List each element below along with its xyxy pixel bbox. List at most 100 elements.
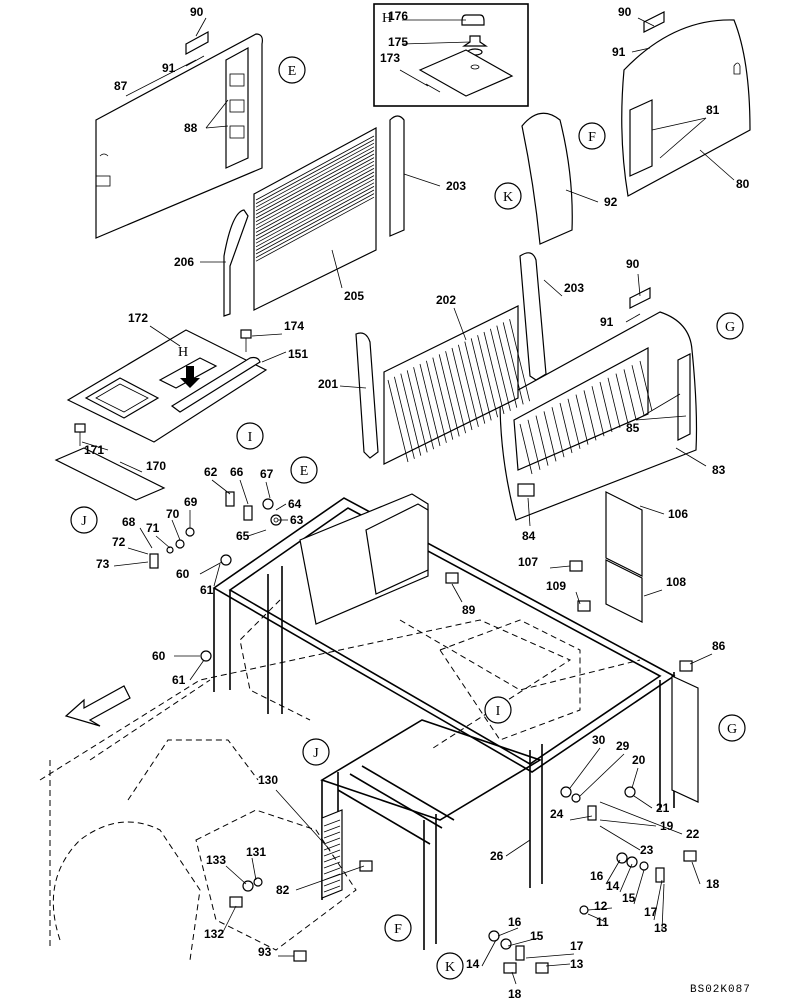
part-label-14: 14 [466,957,480,971]
part-label-23: 23 [640,843,654,857]
plate-106 [605,491,643,577]
grille-205-louvers [255,135,375,262]
part-label-13: 13 [570,957,584,971]
down-arrow-icon [180,366,200,388]
part-label-17: 17 [644,905,658,919]
part-label-62: 62 [204,465,218,479]
part-label-91: 91 [612,45,626,59]
part-label-69: 69 [184,495,198,509]
bracket-90-rear [629,287,651,309]
part-label-15: 15 [530,929,544,943]
part-label-203: 203 [446,179,466,193]
right-side-door-80 [621,19,751,197]
part-label-16: 16 [590,869,604,883]
part-label-172: 172 [128,311,148,325]
lock-84 [517,483,535,497]
cap-part-176 [461,14,485,26]
part-label-26: 26 [490,849,504,863]
hinge-88 [225,46,249,169]
plate-108 [605,559,643,623]
part-label-93: 93 [258,945,272,959]
part-label-70: 70 [166,507,180,521]
rear-grille-louvers [519,360,653,475]
part-label-170: 170 [146,459,166,473]
callout-h-marker: H [178,345,188,360]
drawing-code: BS02K087 [690,984,751,996]
seal-201 [355,332,379,459]
svg-text:G: G [725,320,735,335]
part-label-88: 88 [184,121,198,135]
part-label-21: 21 [656,801,670,815]
part-label-151: 151 [288,347,308,361]
grille-202 [383,305,519,465]
part-label-11: 11 [596,915,609,929]
cover-plate-173 [418,49,514,97]
detail-h-part-176: 176 [388,9,408,23]
part-label-106: 106 [668,507,688,521]
callout-f: F [384,914,412,942]
part-label-73: 73 [96,557,110,571]
top-plate-172 [66,329,268,443]
part-label-20: 20 [632,753,646,767]
hinge-85 [677,353,691,441]
seal-203-top [389,115,405,237]
part-label-171: 171 [84,443,104,457]
part-label-14: 14 [606,879,620,893]
part-label-131: 131 [246,845,266,859]
seal-203-mid [519,252,547,381]
part-label-68: 68 [122,515,136,529]
part-label-82: 82 [276,883,290,897]
part-label-17: 17 [570,939,584,953]
part-label-64: 64 [288,497,302,511]
part-label-63: 63 [290,513,304,527]
part-label-91: 91 [600,315,614,329]
part-label-19: 19 [660,819,674,833]
detail-h-part-173: 173 [380,51,400,65]
part-label-87: 87 [114,79,128,93]
seal-206 [223,209,249,317]
part-label-29: 29 [616,739,630,753]
svg-text:K: K [503,190,513,205]
part-label-13: 13 [654,921,668,935]
part-label-15: 15 [622,891,636,905]
part-label-72: 72 [112,535,126,549]
forward-direction-arrow-icon [64,685,131,727]
part-label-81: 81 [706,103,720,117]
part-label-202: 202 [436,293,456,307]
handrail-151 [170,356,261,413]
leader-lines [81,17,735,985]
svg-text:J: J [313,746,319,761]
part-label-205: 205 [344,289,364,303]
part-label-109: 109 [546,579,566,593]
part-label-18: 18 [706,877,720,891]
part-label-203: 203 [564,281,584,295]
callout-i: I [236,422,264,450]
part-label-89: 89 [462,603,476,617]
part-label-80: 80 [736,177,750,191]
grommet-part-175 [462,35,488,47]
left-side-door-87 [95,33,263,239]
part-label-107: 107 [518,555,538,569]
svg-text:I: I [496,704,501,719]
part-label-61: 61 [172,673,186,687]
callout-j: J [302,738,330,766]
svg-text:E: E [288,64,297,79]
callout-k: K [436,952,464,980]
part-label-90: 90 [190,5,204,19]
svg-text:G: G [727,722,737,737]
svg-text:J: J [81,514,87,529]
machine-outline [39,599,641,961]
part-label-24: 24 [550,807,564,821]
part-label-65: 65 [236,529,250,543]
part-label-91: 91 [162,61,176,75]
part-label-108: 108 [666,575,686,589]
callout-f: F [578,122,606,150]
svg-text:K: K [445,960,455,975]
part-label-22: 22 [686,827,700,841]
callout-e: E [278,56,306,84]
callout-g: G [718,714,746,742]
